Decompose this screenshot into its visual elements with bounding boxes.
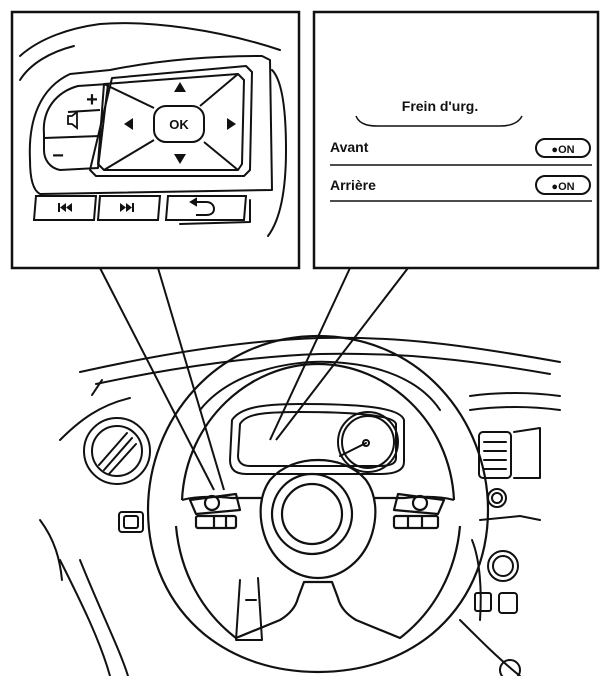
right-air-vent xyxy=(478,427,541,479)
ok-button-label: OK xyxy=(169,117,189,132)
left-air-vent xyxy=(83,417,151,485)
skip-forward-icon xyxy=(120,203,134,212)
display-title: Frein d'urg. xyxy=(402,98,478,114)
dashboard-illustration xyxy=(39,336,561,676)
skip-back-button[interactable] xyxy=(32,195,98,221)
toggle-avant-label: ●ON xyxy=(551,144,574,156)
arrow-right-icon[interactable] xyxy=(227,118,236,130)
row-label-arriere: Arrière xyxy=(330,177,376,193)
toggle-arriere-label: ●ON xyxy=(551,181,574,193)
arrow-left-icon[interactable] xyxy=(124,118,133,130)
arrow-down-icon[interactable] xyxy=(174,154,186,164)
steering-wheel-hub xyxy=(259,458,377,580)
display-callout: Frein d'urg. Avant ●ON Arrière ●ON xyxy=(312,10,600,270)
steering-wheel xyxy=(146,334,490,674)
ok-button[interactable]: OK xyxy=(153,105,205,143)
steering-switch-callout: + − OK xyxy=(10,10,301,270)
directional-pad[interactable] xyxy=(89,65,253,177)
volume-down-button[interactable]: − xyxy=(52,145,64,167)
left-spoke-switches xyxy=(188,492,242,530)
arrow-up-icon[interactable] xyxy=(174,82,186,92)
volume-rocker[interactable] xyxy=(42,83,109,171)
back-button[interactable] xyxy=(164,195,248,221)
title-underline xyxy=(355,115,523,127)
toggle-avant[interactable]: ●ON xyxy=(535,138,591,158)
skip-back-icon xyxy=(58,203,72,212)
right-spoke-switches xyxy=(392,492,446,530)
toggle-arriere[interactable]: ●ON xyxy=(535,175,591,195)
speaker-icon xyxy=(67,110,78,130)
instrument-cluster xyxy=(229,403,405,475)
row-label-avant: Avant xyxy=(330,139,369,155)
callout-pointers xyxy=(99,267,409,491)
back-icon xyxy=(189,197,216,216)
skip-forward-button[interactable] xyxy=(96,195,162,221)
volume-up-button[interactable]: + xyxy=(86,89,98,111)
